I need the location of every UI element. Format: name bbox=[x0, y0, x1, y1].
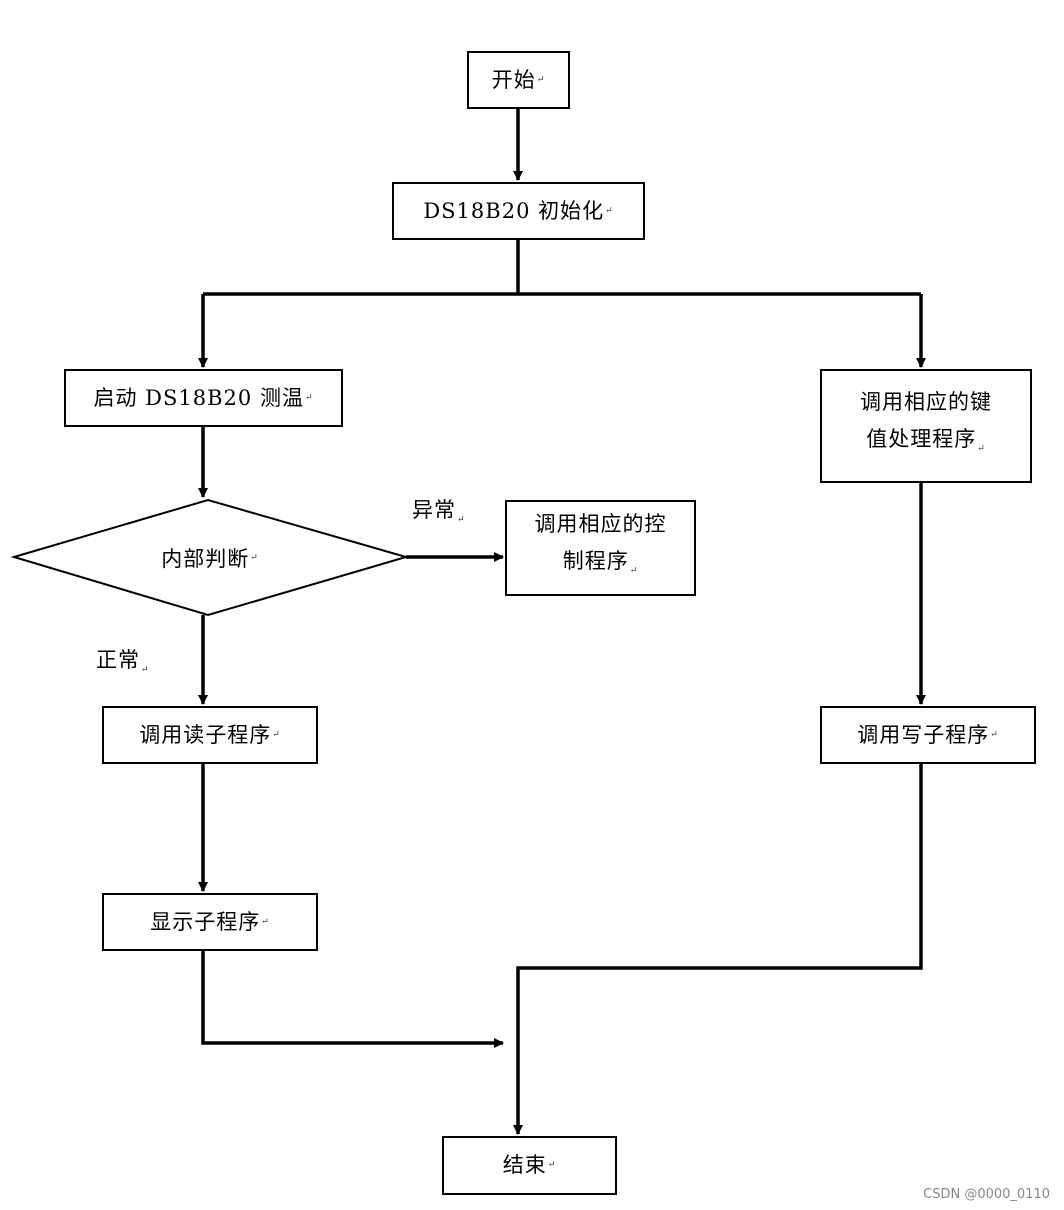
paragraph-mark: ↵ bbox=[304, 392, 314, 403]
edge-write-end bbox=[513, 763, 923, 1135]
paragraph-mark: ↵ bbox=[141, 665, 150, 676]
abnormal-label: 异常 bbox=[412, 498, 456, 522]
key-label-line1: 调用相应的键 bbox=[860, 389, 992, 414]
decision-diamond bbox=[10, 498, 410, 617]
display-box: 显示子程序↵ bbox=[102, 893, 318, 951]
paragraph-mark: ↵ bbox=[629, 566, 639, 577]
paragraph-mark: ↵ bbox=[261, 916, 270, 927]
read-label: 调用读子程序 bbox=[139, 722, 272, 747]
end-label: 结束 bbox=[502, 1153, 547, 1177]
read-box: 调用读子程序↵ bbox=[102, 706, 318, 764]
paragraph-mark: ↵ bbox=[990, 729, 999, 740]
init-box: DS18B20 初始化↵ bbox=[392, 182, 645, 240]
measure-label: 启动 DS18B20 测温 bbox=[93, 385, 304, 410]
paragraph-mark: ↵ bbox=[547, 1160, 557, 1170]
key-label-line2: 值处理程序 bbox=[866, 426, 977, 451]
paragraph-mark: ↵ bbox=[536, 74, 546, 85]
end-box: 结束↵ bbox=[442, 1136, 617, 1195]
abnormal-edge-label: 异常↵ bbox=[412, 498, 466, 532]
paragraph-mark: ↵ bbox=[250, 552, 259, 563]
init-label: DS18B20 初始化 bbox=[423, 198, 605, 223]
paragraph-mark: ↵ bbox=[977, 444, 986, 455]
decision-text: 内部判断↵ bbox=[14, 500, 406, 615]
start-box: 开始↵ bbox=[467, 51, 570, 109]
normal-edge-label: 正常↵ bbox=[96, 648, 150, 682]
control-label-line1: 调用相应的控 bbox=[534, 511, 667, 536]
normal-label: 正常 bbox=[96, 648, 140, 672]
decision-label: 内部判断 bbox=[161, 546, 250, 571]
edge-display-merge bbox=[201, 950, 504, 1048]
watermark: CSDN @0000_0110 bbox=[923, 1187, 1050, 1202]
paragraph-mark: ↵ bbox=[457, 515, 466, 526]
control-box: 调用相应的控 制程序↵ bbox=[505, 500, 696, 596]
control-label-line2: 制程序 bbox=[562, 548, 629, 573]
display-label: 显示子程序 bbox=[150, 909, 261, 934]
measure-box: 启动 DS18B20 测温↵ bbox=[64, 369, 343, 427]
paragraph-mark: ↵ bbox=[272, 729, 281, 740]
key-box: 调用相应的键 值处理程序↵ bbox=[820, 369, 1032, 483]
paragraph-mark: ↵ bbox=[605, 205, 614, 216]
write-label: 调用写子程序 bbox=[857, 722, 990, 747]
start-label: 开始 bbox=[491, 67, 536, 92]
write-box: 调用写子程序↵ bbox=[820, 706, 1036, 764]
